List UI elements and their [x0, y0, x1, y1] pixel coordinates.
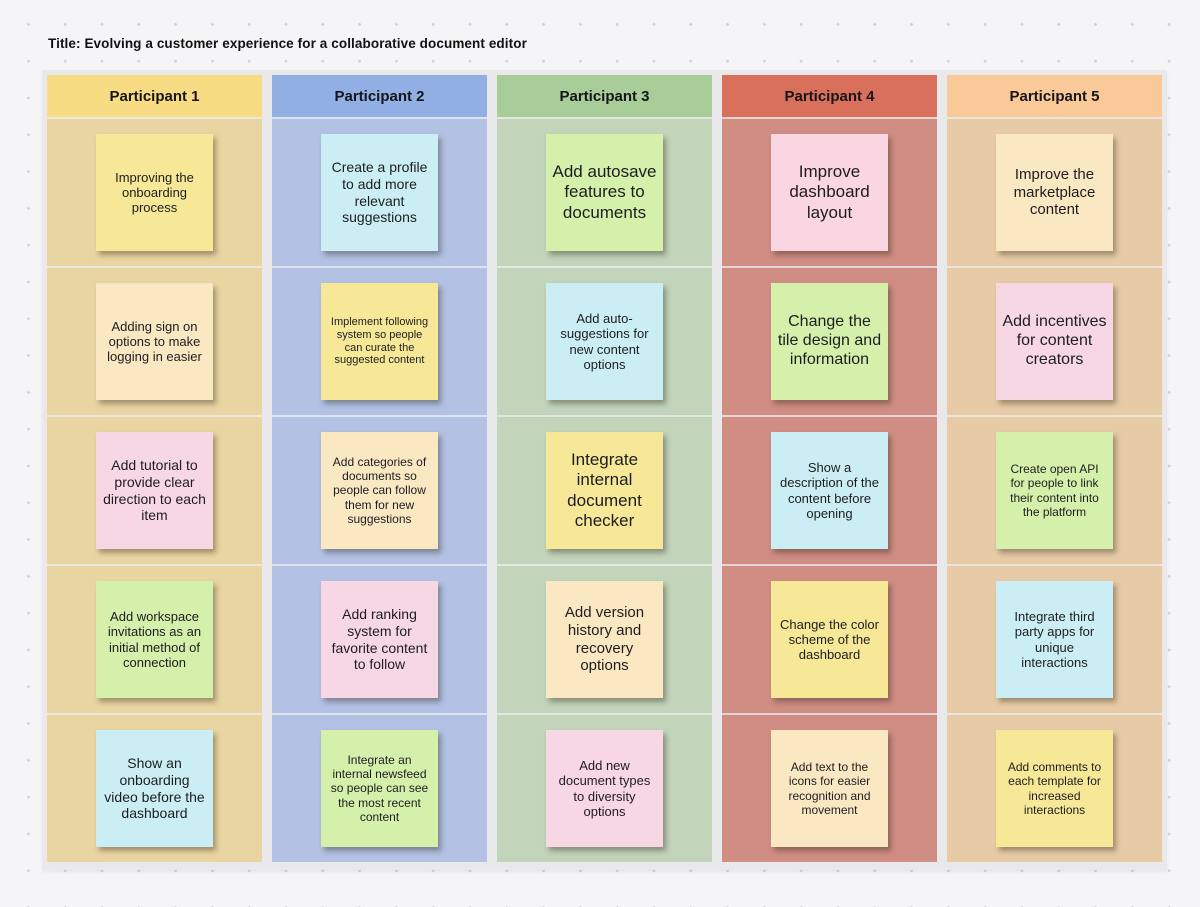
column-cell: Add new document types to diversity opti… — [497, 713, 712, 862]
participant-column-1: Participant 1 Improving the onboarding p… — [47, 75, 262, 862]
sticky-note[interactable]: Add tutorial to provide clear direction … — [96, 432, 213, 549]
sticky-note-text: Create open API for people to link their… — [1010, 462, 1099, 519]
column-cell: Add version history and recovery options — [497, 564, 712, 713]
sticky-note-text: Change the tile design and information — [777, 313, 882, 368]
participant-column-5: Participant 5 Improve the marketplace co… — [947, 75, 1162, 862]
participant-header-label: Participant 4 — [784, 87, 875, 105]
participant-column-3: Participant 3 Add autosave features to d… — [497, 75, 712, 862]
sticky-note-text: Add incentives for content creators — [1002, 313, 1107, 368]
sticky-note-text: Add categories of documents so people ca… — [332, 455, 427, 526]
sticky-note[interactable]: Add text to the icons for easier recogni… — [771, 730, 888, 847]
sticky-note[interactable]: Show an onboarding video before the dash… — [96, 730, 213, 847]
sticky-note-text: Add auto-suggestions for new content opt… — [560, 310, 649, 372]
participant-column-body: Improving the onboarding process Adding … — [47, 117, 262, 862]
sticky-note[interactable]: Integrate internal document checker — [546, 432, 663, 549]
column-cell: Add text to the icons for easier recogni… — [722, 713, 937, 862]
sticky-note-text: Add new document types to diversity opti… — [558, 757, 651, 819]
sticky-note[interactable]: Add workspace invitations as an initial … — [96, 581, 213, 698]
sticky-note-text: Improving the onboarding process — [115, 169, 194, 216]
sticky-note[interactable]: Show a description of the content before… — [771, 432, 888, 549]
column-cell: Implement following system so people can… — [272, 266, 487, 415]
sticky-note[interactable]: Improve the marketplace content — [996, 134, 1113, 251]
sticky-note[interactable]: Add auto-suggestions for new content opt… — [546, 283, 663, 400]
participant-column-4: Participant 4 Improve dashboard layout C… — [722, 75, 937, 862]
column-cell: Improve the marketplace content — [947, 117, 1162, 266]
column-cell: Integrate third party apps for unique in… — [947, 564, 1162, 713]
sticky-note[interactable]: Create open API for people to link their… — [996, 432, 1113, 549]
sticky-note[interactable]: Add ranking system for favorite content … — [321, 581, 438, 698]
sticky-note-text: Integrate third party apps for unique in… — [1014, 608, 1095, 670]
sticky-note-text: Add ranking system for favorite content … — [331, 606, 428, 673]
sticky-note[interactable]: Improving the onboarding process — [96, 134, 213, 251]
sticky-note-text: Improve the marketplace content — [1013, 165, 1096, 219]
sticky-note-text: Create a profile to add more relevant su… — [331, 159, 428, 226]
participant-header[interactable]: Participant 5 — [947, 75, 1162, 117]
sticky-note-text: Add version history and recovery options — [564, 604, 645, 675]
participant-header[interactable]: Participant 1 — [47, 75, 262, 117]
column-cell: Add tutorial to provide clear direction … — [47, 415, 262, 564]
participant-header[interactable]: Participant 4 — [722, 75, 937, 117]
sticky-note-text: Improve dashboard layout — [789, 162, 870, 222]
sticky-note[interactable]: Implement following system so people can… — [321, 283, 438, 400]
participant-column-body: Improve the marketplace content Add ince… — [947, 117, 1162, 862]
column-cell: Add auto-suggestions for new content opt… — [497, 266, 712, 415]
sticky-note-text: Add workspace invitations as an initial … — [107, 608, 202, 670]
column-cell: Change the color scheme of the dashboard — [722, 564, 937, 713]
column-cell: Add categories of documents so people ca… — [272, 415, 487, 564]
participant-header-label: Participant 3 — [559, 87, 650, 105]
participant-header-label: Participant 5 — [1009, 87, 1100, 105]
sticky-note[interactable]: Add new document types to diversity opti… — [546, 730, 663, 847]
column-cell: Create a profile to add more relevant su… — [272, 117, 487, 266]
sticky-note-text: Adding sign on options to make logging i… — [107, 318, 202, 365]
sticky-note-text: Show a description of the content before… — [779, 459, 879, 521]
sticky-note-text: Add text to the icons for easier recogni… — [788, 760, 871, 817]
sticky-note-text: Add tutorial to provide clear direction … — [103, 457, 206, 524]
sticky-note[interactable]: Improve dashboard layout — [771, 134, 888, 251]
column-cell: Add autosave features to documents — [497, 117, 712, 266]
column-cell: Integrate an internal newsfeed so people… — [272, 713, 487, 862]
participant-column-body: Create a profile to add more relevant su… — [272, 117, 487, 862]
sticky-note[interactable]: Add incentives for content creators — [996, 283, 1113, 400]
sticky-note[interactable]: Integrate an internal newsfeed so people… — [321, 730, 438, 847]
sticky-note[interactable]: Add autosave features to documents — [546, 134, 663, 251]
participant-column-2: Participant 2 Create a profile to add mo… — [272, 75, 487, 862]
column-cell: Adding sign on options to make logging i… — [47, 266, 262, 415]
sticky-note[interactable]: Create a profile to add more relevant su… — [321, 134, 438, 251]
sticky-note[interactable]: Add comments to each template for increa… — [996, 730, 1113, 847]
participant-header-label: Participant 1 — [109, 87, 200, 105]
column-cell: Improve dashboard layout — [722, 117, 937, 266]
column-cell: Integrate internal document checker — [497, 415, 712, 564]
participant-column-body: Add autosave features to documents Add a… — [497, 117, 712, 862]
sticky-note[interactable]: Change the tile design and information — [771, 283, 888, 400]
sticky-note[interactable]: Change the color scheme of the dashboard — [771, 581, 888, 698]
sticky-note[interactable]: Integrate third party apps for unique in… — [996, 581, 1113, 698]
participant-header[interactable]: Participant 2 — [272, 75, 487, 117]
column-cell: Add workspace invitations as an initial … — [47, 564, 262, 713]
sticky-note-text: Integrate internal document checker — [567, 450, 642, 530]
column-cell: Show an onboarding video before the dash… — [47, 713, 262, 862]
board-title: Title: Evolving a customer experience fo… — [48, 36, 527, 51]
column-cell: Create open API for people to link their… — [947, 415, 1162, 564]
sticky-note-text: Change the color scheme of the dashboard — [779, 616, 879, 663]
column-cell: Add incentives for content creators — [947, 266, 1162, 415]
sticky-note-text: Add comments to each template for increa… — [1007, 760, 1102, 817]
sticky-note[interactable]: Add categories of documents so people ca… — [321, 432, 438, 549]
column-cell: Add comments to each template for increa… — [947, 713, 1162, 862]
sticky-note-text: Integrate an internal newsfeed so people… — [330, 753, 429, 824]
participant-column-body: Improve dashboard layout Change the tile… — [722, 117, 937, 862]
sticky-note[interactable]: Adding sign on options to make logging i… — [96, 283, 213, 400]
participant-header[interactable]: Participant 3 — [497, 75, 712, 117]
column-cell: Improving the onboarding process — [47, 117, 262, 266]
sticky-note-text: Show an onboarding video before the dash… — [104, 755, 205, 822]
sticky-note-text: Add autosave features to documents — [552, 162, 657, 222]
column-cell: Add ranking system for favorite content … — [272, 564, 487, 713]
sticky-note[interactable]: Add version history and recovery options — [546, 581, 663, 698]
column-cell: Show a description of the content before… — [722, 415, 937, 564]
participant-header-label: Participant 2 — [334, 87, 425, 105]
sticky-note-text: Implement following system so people can… — [330, 315, 429, 367]
participants-frame: Participant 1 Improving the onboarding p… — [42, 70, 1167, 870]
column-cell: Change the tile design and information — [722, 266, 937, 415]
